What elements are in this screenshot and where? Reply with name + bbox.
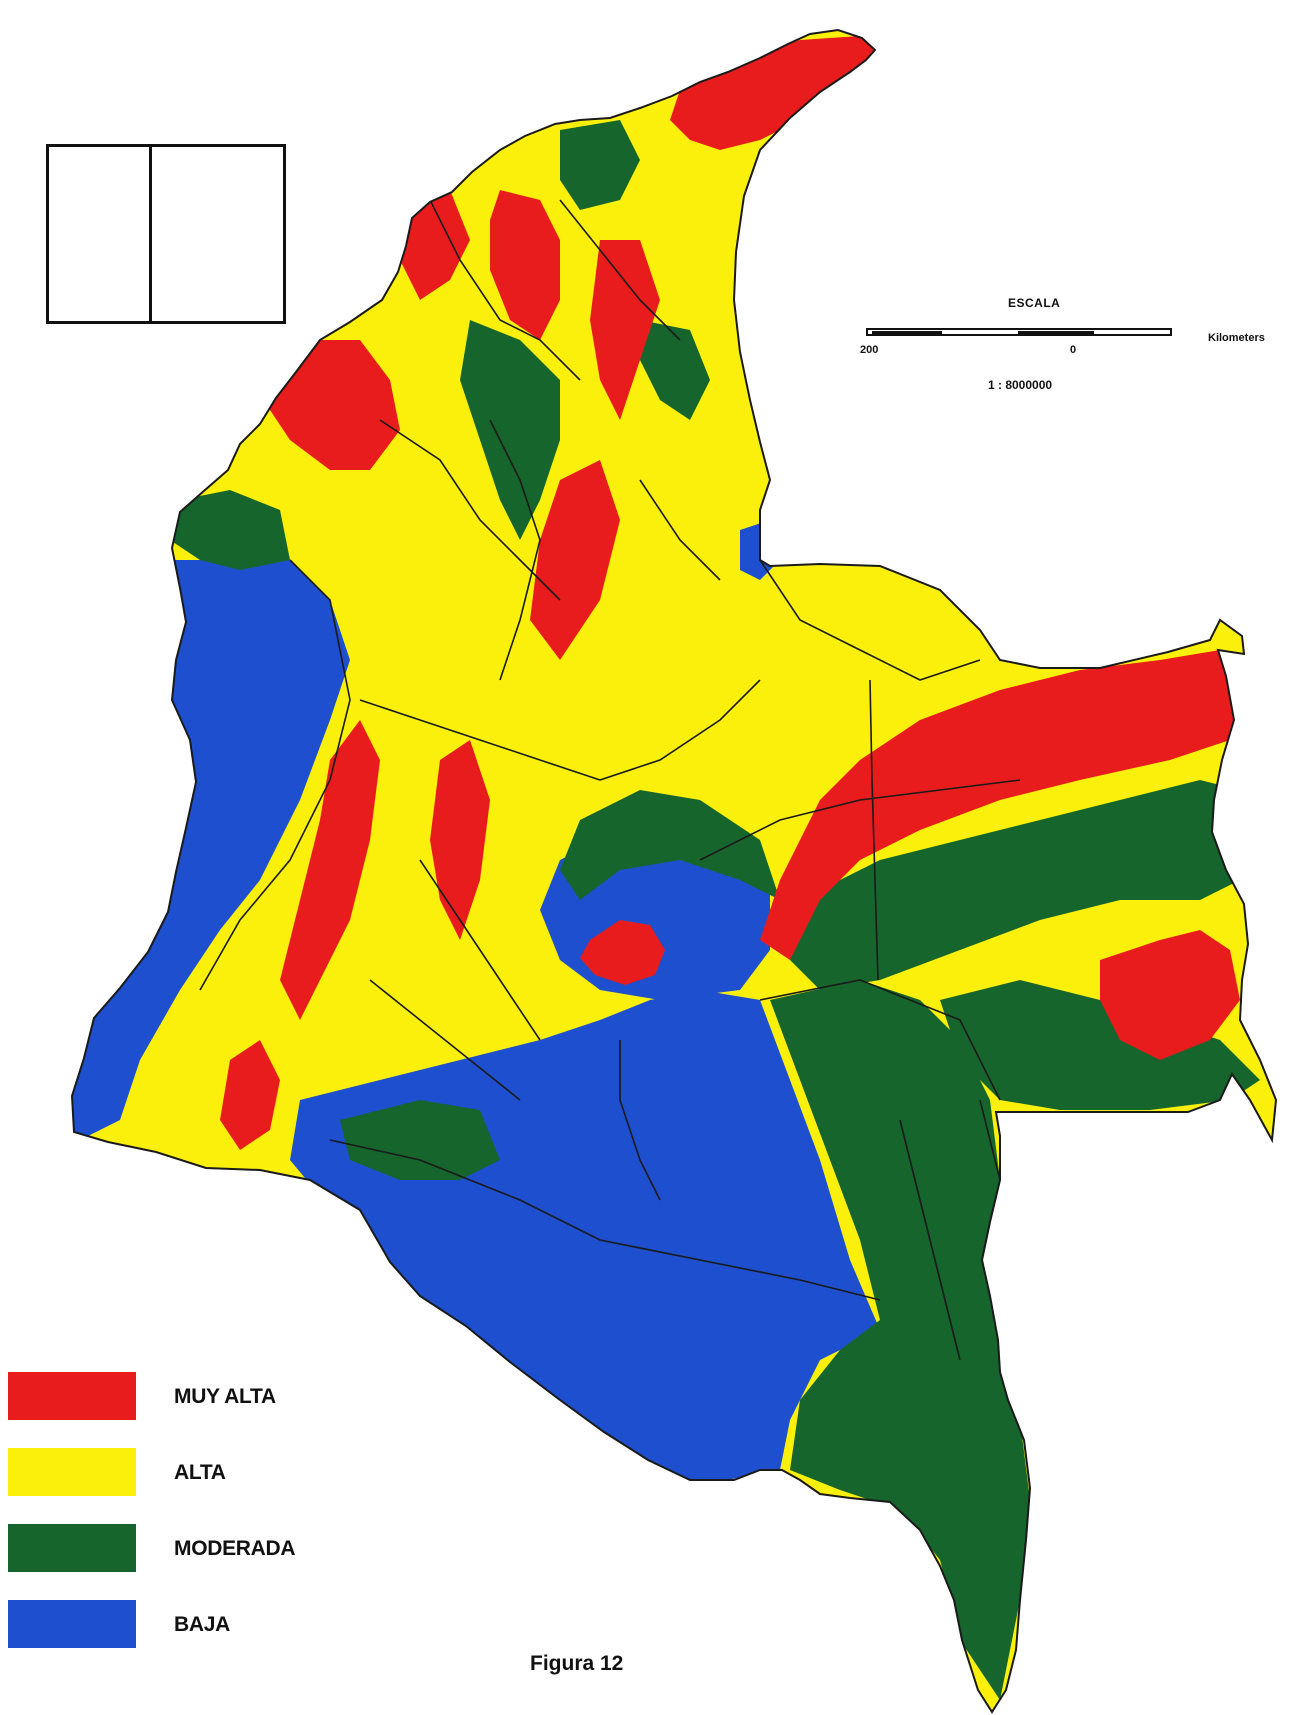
zone-muy-alta-meta-circle — [580, 920, 665, 985]
zone-muy-alta-vichada — [1100, 930, 1240, 1060]
zone-muy-alta-bolivar — [400, 190, 470, 300]
boundary-line — [329, 1139, 881, 1301]
country-outline — [70, 28, 1278, 1714]
legend-item-alta: ALTA — [8, 1448, 348, 1496]
zone-moderada-amazon-patch — [340, 1100, 500, 1180]
zone-moderada-center — [560, 790, 780, 900]
boundary-line — [369, 979, 521, 1101]
zone-muy-alta-cesar — [490, 190, 560, 340]
zone-moderada-north — [560, 120, 640, 210]
figure-caption: Figura 12 — [530, 1652, 624, 1675]
department-boundaries — [199, 199, 1021, 1361]
boundary-line — [359, 699, 601, 781]
zone-moderada-magdalena — [460, 320, 560, 540]
zone-muy-alta-santander — [590, 240, 660, 420]
inset-divider — [149, 147, 152, 321]
scale-tick-center: 0 — [1070, 344, 1077, 356]
boundary-line — [759, 559, 981, 681]
boundary-line — [619, 1040, 661, 1201]
zone-moderada-vichada — [940, 980, 1260, 1110]
zone-moderada-catatumbo — [640, 320, 710, 420]
legend-item-muy-alta: MUY ALTA — [8, 1372, 348, 1420]
scale-bar-segment — [1018, 331, 1094, 334]
scale-ratio: 1 : 8000000 — [988, 378, 1053, 392]
scale-tick-left: 200 — [860, 344, 879, 356]
boundary-line — [899, 1119, 961, 1361]
legend-swatch — [8, 1372, 136, 1420]
zone-moderada-east-band — [790, 780, 1240, 990]
zone-muy-alta-cordoba — [270, 340, 400, 470]
scale-title: ESCALA — [1008, 296, 1061, 310]
zone-moderada-southeast — [770, 980, 1030, 1700]
boundary-line — [199, 559, 351, 991]
scale-bar — [866, 328, 1172, 336]
zone-muy-alta-narino — [220, 1040, 280, 1150]
boundary-line — [759, 979, 1001, 1101]
legend-swatch — [8, 1448, 136, 1496]
legend-label: MODERADA — [174, 1537, 296, 1560]
zone-muy-alta-cordillera-central — [280, 720, 380, 1020]
scale-bar-segment — [872, 331, 942, 334]
legend-label: MUY ALTA — [174, 1385, 276, 1408]
legend-item-baja: BAJA — [8, 1600, 348, 1648]
zone-muy-alta-tolima — [430, 740, 490, 940]
boundary-line — [559, 199, 681, 341]
scale-unit: Kilometers — [1208, 332, 1265, 344]
boundary-line — [869, 679, 879, 981]
boundary-line — [699, 779, 1021, 861]
legend-swatch — [8, 1600, 136, 1648]
boundary-line — [599, 679, 761, 781]
boundary-line — [419, 859, 541, 1041]
zone-muy-alta-guajira — [670, 36, 880, 150]
legend-label: BAJA — [174, 1613, 230, 1636]
boundary-line — [489, 419, 541, 681]
boundary-line — [429, 199, 581, 381]
islands-inset-box — [46, 144, 286, 324]
legend-label: ALTA — [174, 1461, 226, 1484]
map-scale: ESCALA 200 0 Kilometers 1 : 8000000 — [860, 296, 1280, 406]
boundary-line — [379, 419, 561, 601]
legend-item-moderada: MODERADA — [8, 1524, 348, 1572]
zone-muy-alta-boyaca — [530, 460, 620, 660]
boundary-line — [639, 479, 721, 581]
legend-swatch — [8, 1524, 136, 1572]
zone-moderada-northwest — [170, 490, 290, 570]
zone-muy-alta-llanos — [760, 650, 1240, 960]
